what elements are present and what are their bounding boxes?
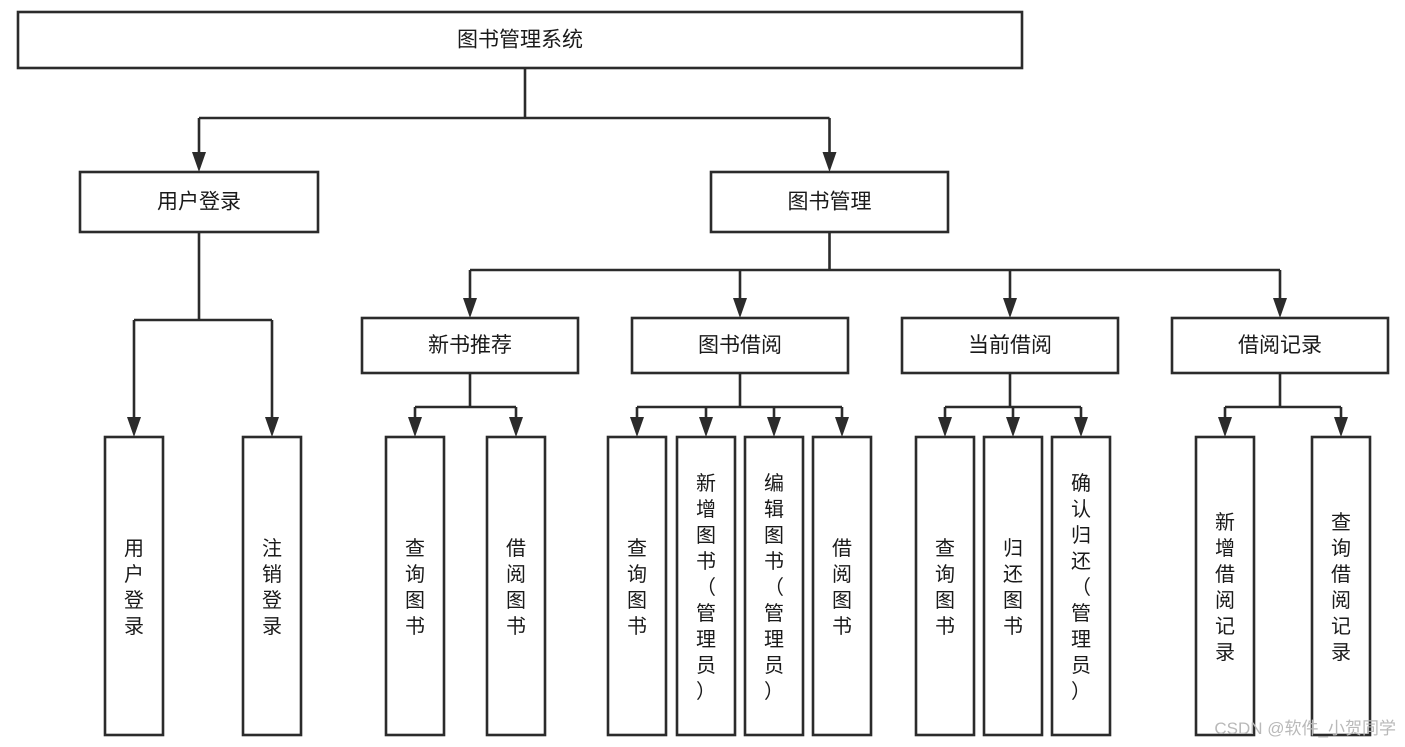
- node-label: 借阅记录: [1238, 334, 1322, 357]
- node-label: 新书推荐: [428, 334, 512, 357]
- level3-node-2[interactable]: 图书借阅: [630, 316, 850, 375]
- node-label: 查询借阅记录: [1331, 511, 1351, 664]
- watermark-text: CSDN @软件_小贺同学: [1214, 719, 1396, 738]
- leaf-node-9[interactable]: 查询图书: [914, 435, 976, 737]
- level3-node-1[interactable]: 新书推荐: [360, 316, 580, 375]
- leaf-node-10[interactable]: 归还图书: [982, 435, 1044, 737]
- leaf-node-3[interactable]: 查询图书: [384, 435, 446, 737]
- leaf-node-12[interactable]: 新增借阅记录: [1194, 435, 1256, 737]
- node-label: 编辑图书（管理员）: [764, 472, 784, 703]
- node-label: 确认归还（管理员）: [1071, 472, 1091, 703]
- leaf-node-2[interactable]: 注销登录: [241, 435, 303, 737]
- node-label: 用户登录: [157, 191, 241, 214]
- level3-node-4[interactable]: 借阅记录: [1170, 316, 1390, 375]
- leaf-node-7[interactable]: 编辑图书（管理员）: [743, 435, 805, 737]
- leaf-node-13[interactable]: 查询借阅记录: [1310, 435, 1372, 737]
- node-label: 图书管理系统: [457, 29, 583, 52]
- node-label: 借阅图书: [832, 537, 852, 638]
- node-label: 注销登录: [262, 537, 282, 638]
- connector-layer: [127, 68, 1348, 437]
- leaf-node-5[interactable]: 查询图书: [606, 435, 668, 737]
- node-label: 查询图书: [935, 537, 955, 638]
- node-label: 图书借阅: [698, 334, 782, 357]
- node-label: 图书管理: [788, 191, 872, 214]
- node-label: 查询图书: [627, 537, 647, 638]
- root-node-book-management-system[interactable]: 图书管理系统: [16, 10, 1024, 70]
- node-label: 新增图书（管理员）: [696, 472, 716, 703]
- node-label: 当前借阅: [968, 334, 1052, 357]
- node-label: 新增借阅记录: [1215, 511, 1235, 664]
- leaf-node-1[interactable]: 用户登录: [103, 435, 165, 737]
- level2-node-1[interactable]: 用户登录: [78, 170, 320, 234]
- node-label: 借阅图书: [506, 537, 526, 638]
- leaf-node-4[interactable]: 借阅图书: [485, 435, 547, 737]
- leaf-node-6[interactable]: 新增图书（管理员）: [675, 435, 737, 737]
- leaf-node-11[interactable]: 确认归还（管理员）: [1050, 435, 1112, 737]
- node-label: 查询图书: [405, 537, 425, 638]
- level3-node-3[interactable]: 当前借阅: [900, 316, 1120, 375]
- leaf-node-8[interactable]: 借阅图书: [811, 435, 873, 737]
- node-label: 归还图书: [1003, 537, 1023, 638]
- level2-node-2[interactable]: 图书管理: [709, 170, 950, 234]
- node-layer: 图书管理系统用户登录图书管理新书推荐图书借阅当前借阅借阅记录用户登录注销登录查询…: [16, 10, 1390, 737]
- node-label: 用户登录: [124, 538, 144, 638]
